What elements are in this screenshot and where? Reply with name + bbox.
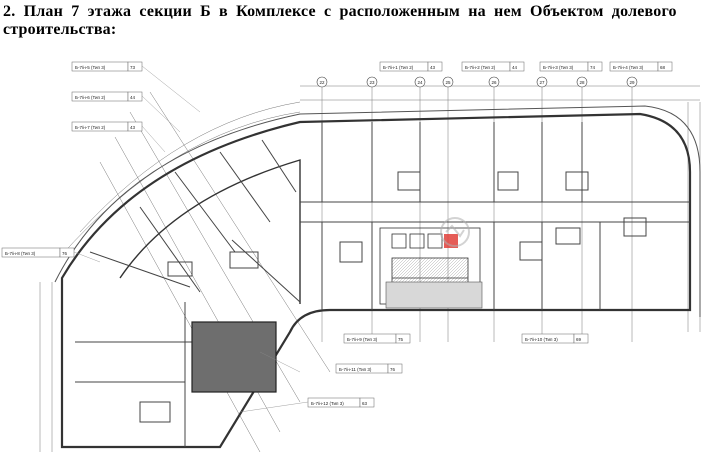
building-outline bbox=[60, 112, 692, 449]
grid-axis-label: 24 bbox=[417, 80, 423, 85]
unit-tag-name: Б-7/н-8 (Тип 3) bbox=[5, 251, 36, 256]
unit-tag-area: 43 bbox=[130, 125, 136, 130]
unit-tag-name: Б-7/н-10 (Тип 3) bbox=[525, 337, 558, 342]
unit-tag-name: Б-7/н-4 (Тип 3) bbox=[613, 65, 644, 70]
unit-tags bbox=[1, 61, 673, 408]
unit-tag-name: Б-7/н-3 (Тип 3) bbox=[543, 65, 574, 70]
grid-axis-label: 23 bbox=[369, 80, 375, 85]
grid-axis-label: 26 bbox=[491, 80, 497, 85]
grid-axis-label: 25 bbox=[445, 80, 451, 85]
unit-tag-name: Б-7/н-5 (Тип 3) bbox=[75, 65, 106, 70]
unit-tag-area: 63 bbox=[362, 401, 368, 406]
unit-tag-area: 76 bbox=[62, 251, 68, 256]
grid-axis-label: 27 bbox=[539, 80, 545, 85]
unit-tag-name: Б-7/н-11 (Тип 3) bbox=[339, 367, 372, 372]
unit-tag-area: 75 bbox=[398, 337, 404, 342]
unit-tag-area: 76 bbox=[390, 367, 396, 372]
unit-tag-area: 74 bbox=[590, 65, 596, 70]
unit-tag-area: 43 bbox=[430, 65, 436, 70]
unit-tag-area: 44 bbox=[130, 95, 136, 100]
unit-tag-name: Б-7/н-9 (Тип 3) bbox=[347, 337, 378, 342]
tag-leader-lines bbox=[73, 65, 309, 413]
partitions-straight-wing bbox=[300, 122, 690, 310]
highlighted-unit bbox=[191, 321, 277, 393]
unit-tag-name: Б-7/н-2 (Тип 2) bbox=[465, 65, 496, 70]
document-heading: 2. План 7 этажа секции Б в Комплексе с р… bbox=[3, 3, 677, 38]
unit-tag-texts: Б-7/н-1 (Тип 2) 43 Б-7/н-2 (Тип 2) 44 Б-… bbox=[5, 65, 666, 406]
unit-tag-area: 73 bbox=[130, 65, 136, 70]
partitions-curved-wing bbox=[75, 139, 301, 447]
outer-ring bbox=[54, 105, 701, 317]
corridor-block bbox=[385, 281, 483, 309]
dimension-lines bbox=[39, 80, 701, 453]
grid-axis-label: 22 bbox=[319, 80, 325, 85]
unit-tag-name: Б-7/н-6 (Тип 2) bbox=[75, 95, 106, 100]
watermark-stamp bbox=[440, 217, 470, 247]
grid-axis-bubbles: 22 23 24 25 26 27 28 29 bbox=[316, 76, 638, 88]
unit-tag-area: 68 bbox=[660, 65, 666, 70]
unit-tag-name: Б-7/н-12 (Тип 3) bbox=[311, 401, 344, 406]
unit-tag-area: 44 bbox=[512, 65, 518, 70]
grid-axis-label: 29 bbox=[629, 80, 635, 85]
unit-tag-area: 69 bbox=[576, 337, 582, 342]
unit-tag-name: Б-7/н-7 (Тип 2) bbox=[75, 125, 106, 130]
floor-plan: 22 23 24 25 26 27 28 29 Б-7/н-1 (Тип 2) … bbox=[1, 61, 701, 453]
unit-tag-name: Б-7/н-1 (Тип 2) bbox=[383, 65, 414, 70]
grid-axis-label: 28 bbox=[579, 80, 585, 85]
